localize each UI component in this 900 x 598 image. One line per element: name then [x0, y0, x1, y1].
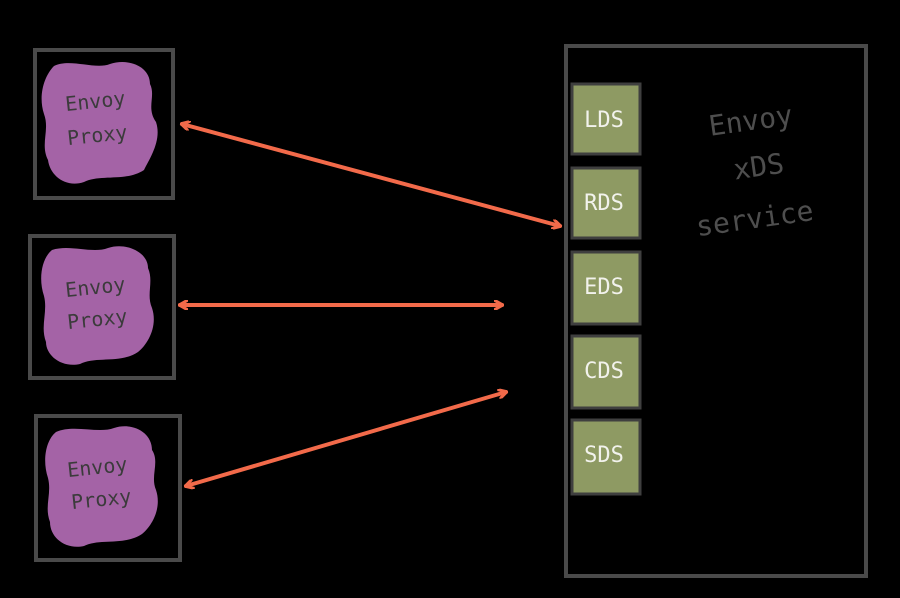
service-label: EDS	[584, 275, 624, 300]
service-chip-sds: SDS	[570, 418, 642, 496]
proxy-box-outline	[28, 234, 176, 380]
xds-server: Envoy xDS service LDS RDS EDS CDS SDS	[564, 44, 868, 578]
service-chip-lds: LDS	[570, 82, 642, 156]
server-label-line1: Envoy	[707, 98, 795, 142]
server-label-line3: service	[694, 194, 815, 243]
double-headed-arrow-icon	[182, 124, 560, 226]
server-box-outline	[564, 44, 868, 578]
proxy-box-outline	[34, 414, 182, 562]
service-label: RDS	[584, 191, 624, 216]
service-chip-rds: RDS	[570, 166, 642, 240]
paint-blob-icon	[45, 426, 158, 547]
proxy-node-1: Envoy Proxy	[33, 48, 175, 200]
server-label-line2: xDS	[731, 147, 786, 187]
proxy-node-2: Envoy Proxy	[28, 234, 176, 380]
double-headed-arrow-icon	[186, 392, 506, 486]
service-label: LDS	[584, 108, 624, 133]
paint-blob-icon	[41, 246, 154, 365]
service-chip-cds: CDS	[570, 334, 642, 410]
proxy-node-3: Envoy Proxy	[34, 414, 182, 562]
paint-blob-icon	[41, 62, 158, 184]
service-label: CDS	[584, 359, 624, 384]
service-label: SDS	[584, 443, 624, 468]
proxy-box-outline	[33, 48, 175, 200]
service-chip-eds: EDS	[570, 250, 642, 326]
